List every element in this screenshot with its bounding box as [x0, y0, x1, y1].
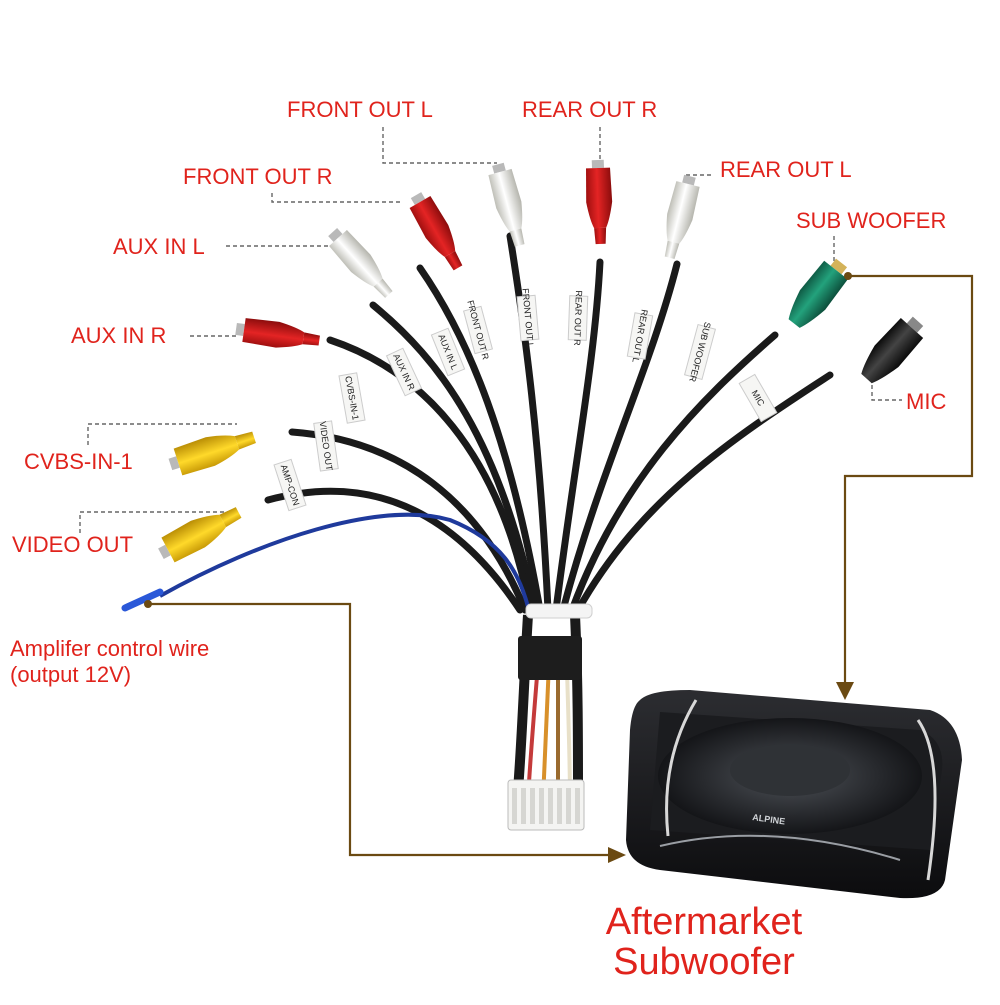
label-aux-in-l: AUX IN L — [113, 234, 205, 259]
arrow-heads — [144, 272, 854, 863]
rca-aux-in-r — [234, 316, 322, 354]
label-rear-out-r: REAR OUT R — [522, 97, 658, 122]
rca-aux-in-l — [322, 223, 399, 304]
subwoofer-brand: ALPINE — [752, 812, 786, 826]
callout-leaders — [79, 127, 902, 533]
label-rear-out-l: REAR OUT L — [720, 157, 852, 182]
label-mic: MIC — [906, 389, 947, 414]
label-video-out: VIDEO OUT — [12, 532, 134, 557]
label-amp-control-wire: Amplifer control wire (output 12V) — [10, 636, 209, 688]
rca-sub-woofer — [788, 258, 848, 328]
subwoofer-unit: ALPINE — [626, 690, 962, 899]
subwoofer-title-line1: Aftermarket — [605, 901, 803, 943]
label-cvbs-in-1: CVBS-IN-1 — [24, 449, 133, 474]
cable-tags: FRONT OUT R FRONT OUT L REAR OUT R REAR … — [273, 288, 778, 512]
mic-connector — [861, 316, 924, 384]
rca-rear-out-l — [657, 173, 703, 261]
label-amp-line2: (output 12V) — [10, 661, 132, 687]
rca-rear-out-r — [584, 159, 614, 245]
label-front-out-r: FRONT OUT R — [183, 164, 333, 189]
rca-front-out-r — [404, 188, 470, 275]
tag-rear-out-r: REAR OUT R — [572, 290, 584, 346]
cable-bundle — [264, 232, 834, 614]
rca-connectors — [153, 159, 924, 567]
label-aux-in-r: AUX IN R — [71, 323, 167, 348]
rca-video-out — [153, 499, 246, 567]
label-front-out-l: FRONT OUT L — [287, 97, 433, 122]
subwoofer-title: Aftermarket Subwoofer — [554, 901, 854, 983]
rca-cvbs-in-1 — [165, 423, 259, 479]
connection-arrows — [148, 274, 974, 857]
amp-control-wire — [159, 512, 532, 616]
subwoofer-title-line2: Subwoofer — [613, 940, 795, 983]
harness-connector — [507, 779, 585, 831]
amp-wire-tip — [121, 588, 164, 612]
label-sub-woofer: SUB WOOFER — [796, 208, 947, 233]
wire-loom — [513, 603, 593, 801]
label-amp-line1: Amplifer control wire — [10, 636, 210, 661]
